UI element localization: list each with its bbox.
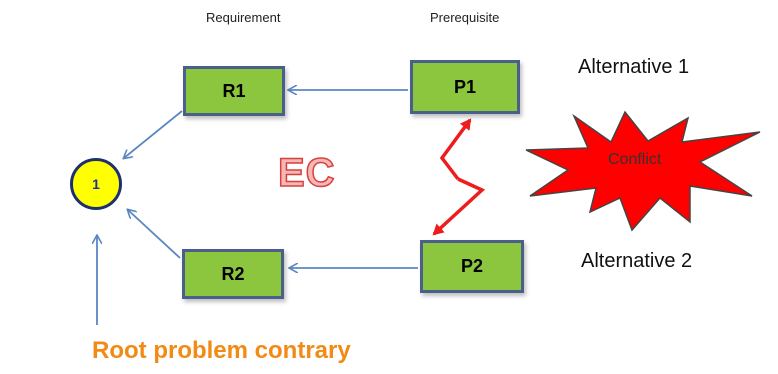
p2-box[interactable]: P2 <box>420 240 524 293</box>
conflict-starburst <box>525 110 761 232</box>
conflict-zigzag-top <box>439 118 472 181</box>
root-problem-title: Root problem contrary <box>92 337 351 364</box>
root-node-label: 1 <box>92 176 100 192</box>
alternative-1-label: Alternative 1 <box>578 56 690 78</box>
ec-label: EC <box>277 150 336 196</box>
alternative-2-label: Alternative 2 <box>581 250 693 272</box>
r2-label: R2 <box>221 263 245 284</box>
header-prerequisite: Prerequisite <box>430 10 500 25</box>
header-requirement: Requirement <box>206 10 281 25</box>
r2-box[interactable]: R2 <box>182 249 284 299</box>
conflict-label: Conflict <box>608 151 662 168</box>
p2-label: P2 <box>460 256 484 276</box>
p1-box[interactable]: P1 <box>410 60 520 114</box>
root-node-circle[interactable]: 1 <box>70 158 122 210</box>
r1-label: R1 <box>222 80 246 101</box>
p1-label: P1 <box>453 76 477 97</box>
arrow-r2-to-circle <box>128 210 181 259</box>
r1-box[interactable]: R1 <box>183 66 285 116</box>
conflict-zigzag-bottom <box>432 177 486 236</box>
arrow-r1-to-circle <box>124 110 183 158</box>
